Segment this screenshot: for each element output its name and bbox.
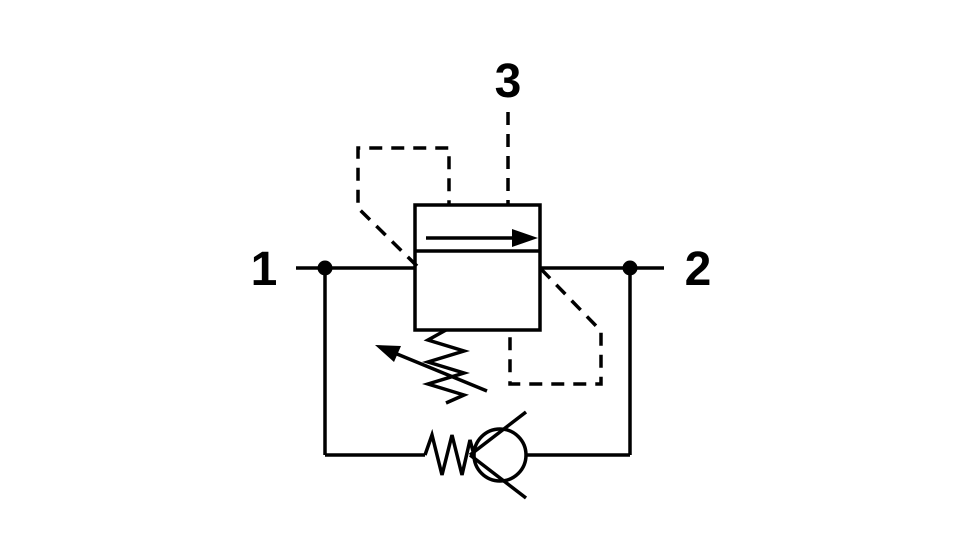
adjustment-spring <box>422 328 470 405</box>
port-1-label: 1 <box>251 243 278 296</box>
check-valve-spring <box>423 428 476 476</box>
adjustment-arrow <box>375 345 488 393</box>
flow-arrow-head <box>512 229 538 247</box>
adjustment-arrow-shaft <box>396 352 488 393</box>
check-valve-seat-lower <box>468 453 528 500</box>
check-valve-seat-upper <box>468 410 528 457</box>
pilot-line-left <box>356 146 451 268</box>
port-2-label: 2 <box>685 243 712 296</box>
adjustment-arrow-head <box>375 345 401 362</box>
check-valve-ball <box>472 427 528 483</box>
valve-body <box>413 203 542 332</box>
flow-arrow <box>426 229 538 247</box>
pilot-line-right <box>508 267 603 386</box>
port-3-label: 3 <box>495 55 522 108</box>
